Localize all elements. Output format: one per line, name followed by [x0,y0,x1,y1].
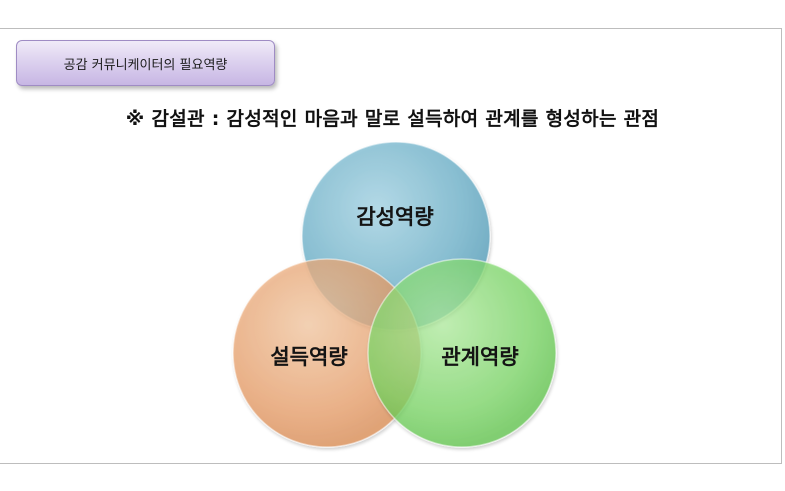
subtitle-definition: ※ 감설관 : 감성적인 마음과 말로 설득하여 관계를 형성하는 관점 [125,108,660,130]
title-tab-label: 공감 커뮤니케이터의 필요역량 [63,57,228,73]
venn-label-emotion: 감성역량 [356,205,433,229]
venn-label-persuasion: 설득역량 [270,345,347,369]
title-tab: 공감 커뮤니케이터의 필요역량 [16,40,275,86]
venn-circle-relationship [367,258,557,448]
venn-label-relationship: 관계역량 [441,345,518,369]
